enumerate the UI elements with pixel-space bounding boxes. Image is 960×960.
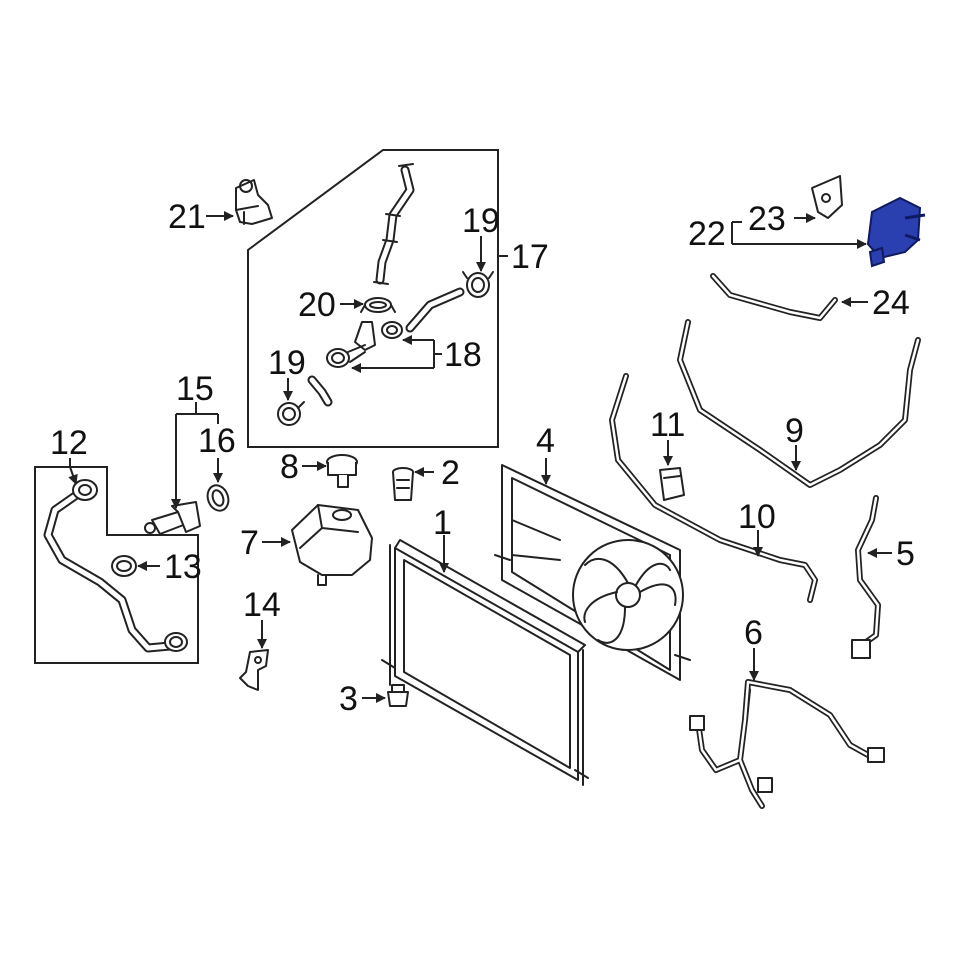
thermostat-hose <box>405 287 465 333</box>
elbow-hose <box>307 375 333 407</box>
callout-4: 4 <box>536 422 555 460</box>
fan-shroud-4 <box>494 464 691 681</box>
coolant-reservoir-7 <box>291 504 373 586</box>
callout-14: 14 <box>243 586 281 624</box>
callout-10: 10 <box>738 498 776 536</box>
callout-23: 23 <box>748 200 786 238</box>
coolant-tube-10 <box>609 373 818 603</box>
callout-6: 6 <box>744 614 763 652</box>
hose-clamp-19-lower <box>277 401 305 426</box>
callout-17: 17 <box>511 238 549 276</box>
callout-2: 2 <box>441 454 460 492</box>
hose-5 <box>851 495 881 659</box>
tube-clip-11 <box>659 467 685 501</box>
callout-labels: 1 2 3 4 5 6 7 8 9 10 11 12 13 14 15 16 1… <box>50 198 915 718</box>
coolant-tube-9 <box>677 319 921 488</box>
callout-9: 9 <box>785 412 804 450</box>
callout-16: 16 <box>198 422 236 460</box>
upper-radiator-hose <box>373 163 415 285</box>
callout-22: 22 <box>688 215 726 253</box>
group-box-17 <box>247 149 499 448</box>
drain-plug-3 <box>387 684 409 707</box>
bracket-21 <box>235 179 273 225</box>
coolant-valve-22 <box>866 196 926 268</box>
bracket-14 <box>239 649 269 691</box>
callout-21: 21 <box>168 198 206 236</box>
radiator-1 <box>381 539 589 786</box>
heater-hose-12 <box>43 479 188 653</box>
callout-3: 3 <box>339 680 358 718</box>
callout-1: 1 <box>433 504 452 542</box>
hose-clamp-19-upper <box>462 271 494 298</box>
hose-clamp-20 <box>360 297 396 313</box>
coolant-connector-18 <box>326 321 403 368</box>
hose-clamp-13 <box>111 555 137 577</box>
callout-8: 8 <box>280 448 299 486</box>
callout-19-upper: 19 <box>462 202 500 240</box>
callout-24: 24 <box>872 284 910 322</box>
callout-13: 13 <box>164 548 202 586</box>
callout-7: 7 <box>240 524 259 562</box>
hose-24 <box>710 273 838 321</box>
water-outlet-15 <box>144 501 201 535</box>
gasket-16 <box>206 484 230 512</box>
callout-15: 15 <box>176 370 214 408</box>
callout-11: 11 <box>650 406 685 444</box>
wire-harness-6 <box>689 679 885 809</box>
callout-5: 5 <box>896 535 915 573</box>
leader-lines <box>68 211 892 703</box>
callout-19-lower: 19 <box>268 344 306 382</box>
group-box-12 <box>34 466 199 664</box>
callout-20: 20 <box>298 286 336 324</box>
callout-18: 18 <box>444 336 482 374</box>
pressure-cap-8 <box>326 454 358 488</box>
bracket-23 <box>811 175 843 219</box>
drain-plug-2 <box>392 467 414 501</box>
callout-12: 12 <box>50 424 88 462</box>
